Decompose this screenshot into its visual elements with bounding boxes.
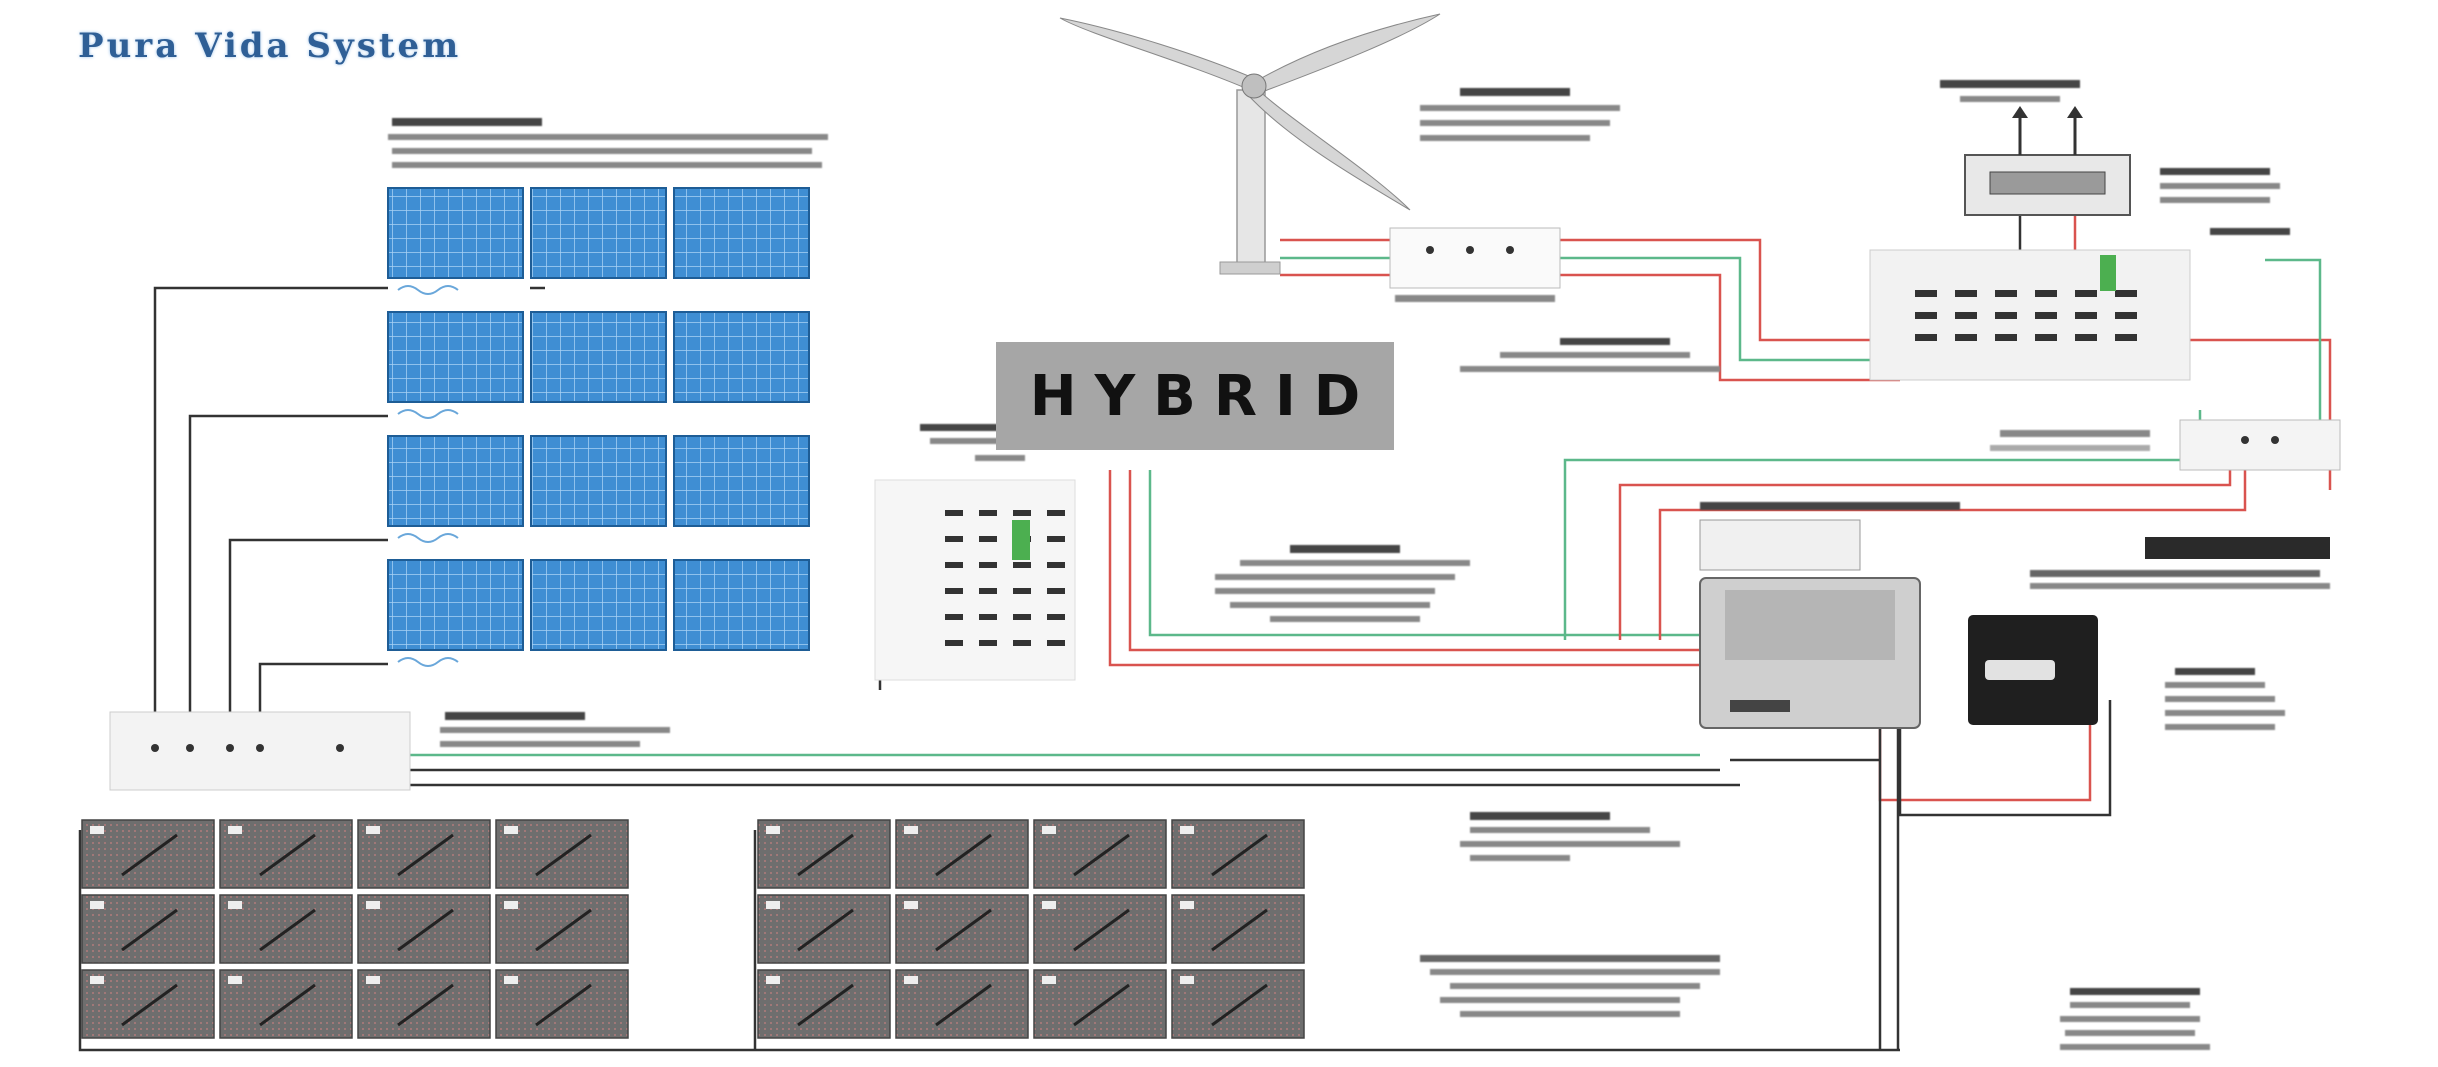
solar-module bbox=[673, 187, 810, 279]
dc-breaker bbox=[979, 588, 997, 594]
dc-breaker bbox=[945, 588, 963, 594]
battery-cell bbox=[357, 894, 491, 964]
dc-panel-notes bbox=[920, 424, 1470, 622]
ac-panel-note bbox=[1460, 338, 1720, 372]
dc-breaker bbox=[945, 614, 963, 620]
inverter-icon bbox=[1699, 519, 1921, 729]
hybrid-badge-label: HYBRID bbox=[1029, 363, 1379, 429]
battery-cell bbox=[219, 894, 353, 964]
dc-breaker bbox=[979, 536, 997, 542]
battery-cell bbox=[895, 819, 1029, 889]
pv-array-note bbox=[388, 118, 828, 168]
dc-breaker bbox=[1047, 536, 1065, 542]
solar-panel-icon bbox=[387, 187, 810, 667]
solar-module bbox=[387, 559, 524, 651]
dc-breaker bbox=[1047, 562, 1065, 568]
battery-cell bbox=[495, 819, 629, 889]
dc-power-panel bbox=[874, 479, 1076, 681]
meter-icon bbox=[1964, 106, 2131, 216]
battery-cell bbox=[357, 969, 491, 1039]
solar-module bbox=[673, 559, 810, 651]
dc-breaker bbox=[1013, 510, 1031, 516]
battery-cell bbox=[757, 894, 891, 964]
dc-breaker bbox=[979, 640, 997, 646]
dc-breaker bbox=[979, 510, 997, 516]
solar-module bbox=[530, 187, 667, 279]
battery-cell bbox=[219, 819, 353, 889]
battery-icon bbox=[757, 819, 1305, 1039]
solar-module bbox=[387, 187, 524, 279]
wind-turbine-icon bbox=[1059, 13, 1441, 275]
solar-module bbox=[530, 311, 667, 403]
breaker-panel-icon bbox=[1869, 249, 2191, 381]
dc-breaker bbox=[1047, 640, 1065, 646]
dc-breaker bbox=[1013, 562, 1031, 568]
solar-module bbox=[387, 435, 524, 527]
battery-notes bbox=[1420, 812, 2210, 1050]
disconnect-switch-icon bbox=[1990, 419, 2341, 471]
charge-controller-icon bbox=[1968, 615, 2098, 725]
battery-cell bbox=[757, 969, 891, 1039]
battery-cell bbox=[1171, 969, 1305, 1039]
dc-breaker bbox=[1013, 614, 1031, 620]
combiner-box-icon bbox=[109, 711, 411, 791]
charge-controller-note bbox=[2165, 668, 2285, 730]
battery-cell bbox=[219, 969, 353, 1039]
battery-cell bbox=[81, 969, 215, 1039]
battery-cell bbox=[81, 819, 215, 889]
solar-module bbox=[530, 435, 667, 527]
dc-breaker bbox=[1047, 588, 1065, 594]
dc-breaker bbox=[1013, 640, 1031, 646]
dc-breaker bbox=[945, 562, 963, 568]
solar-module bbox=[530, 559, 667, 651]
dc-breaker bbox=[945, 510, 963, 516]
battery-cell bbox=[81, 894, 215, 964]
battery-cell bbox=[495, 894, 629, 964]
battery-cell bbox=[357, 819, 491, 889]
battery-cell bbox=[1033, 969, 1167, 1039]
utility-notes bbox=[1940, 80, 2290, 235]
battery-icon bbox=[81, 819, 629, 1039]
battery-cell bbox=[895, 969, 1029, 1039]
dc-breaker bbox=[1013, 588, 1031, 594]
battery-cell bbox=[495, 969, 629, 1039]
dc-breaker bbox=[1047, 614, 1065, 620]
battery-cell bbox=[1171, 819, 1305, 889]
battery-cell bbox=[1033, 819, 1167, 889]
dc-breaker bbox=[945, 536, 963, 542]
wind-generator-note bbox=[1420, 88, 1620, 141]
dc-breaker bbox=[1047, 510, 1065, 516]
combiner-note bbox=[440, 712, 670, 747]
solar-module bbox=[387, 311, 524, 403]
dc-breaker bbox=[979, 562, 997, 568]
inverter-note bbox=[1700, 502, 1960, 510]
battery-cell bbox=[1033, 894, 1167, 964]
dc-breaker bbox=[945, 640, 963, 646]
ac-disconnect-wind bbox=[1389, 227, 1561, 302]
solar-module bbox=[673, 311, 810, 403]
hybrid-badge: HYBRID bbox=[996, 342, 1394, 450]
battery-cell bbox=[757, 819, 891, 889]
dc-breaker bbox=[979, 614, 997, 620]
battery-cell bbox=[895, 894, 1029, 964]
solar-module bbox=[673, 435, 810, 527]
diagram-title: Pura Vida System bbox=[78, 26, 462, 66]
display-icon bbox=[2030, 537, 2330, 589]
battery-cell bbox=[1171, 894, 1305, 964]
